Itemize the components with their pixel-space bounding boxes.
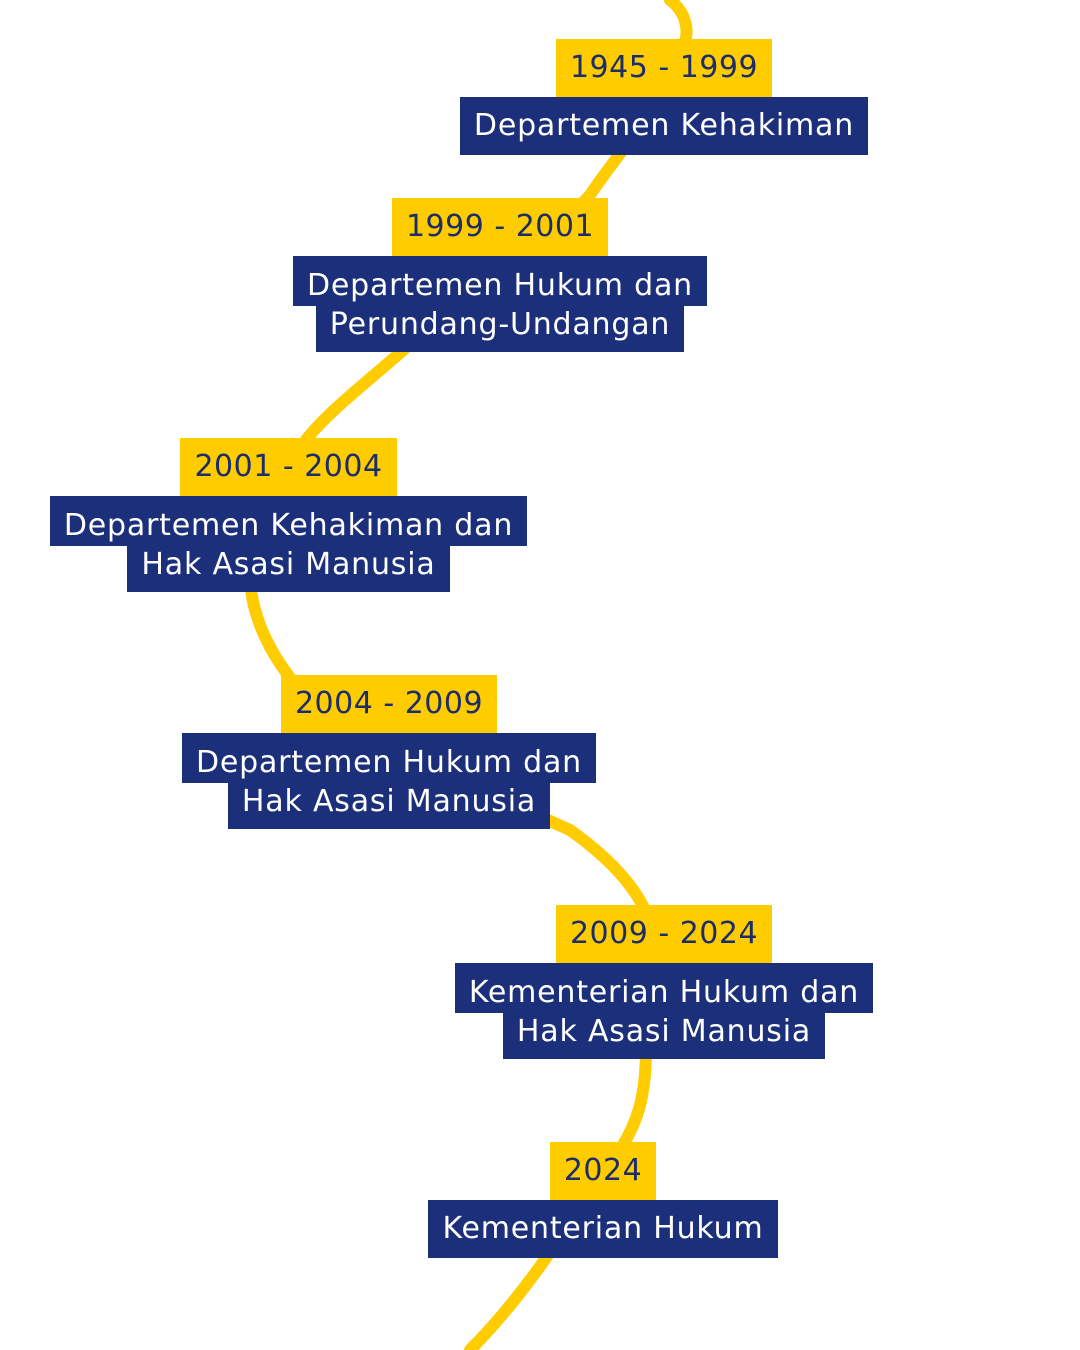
milestone-name-line-1: Departemen Hukum dan: [292, 256, 707, 306]
milestone-name: Departemen Kehakiman: [459, 97, 869, 155]
milestone-years: 2004 - 2009: [280, 675, 498, 733]
milestone-2024: 2024 Kementerian Hukum: [421, 1142, 785, 1258]
timeline-path: [243, 0, 693, 1350]
milestone-years: 2024: [549, 1142, 657, 1200]
milestone-1945-1999: 1945 - 1999 Departemen Kehakiman: [451, 39, 877, 155]
milestone-name-line-2: Hak Asasi Manusia: [227, 783, 551, 829]
milestone-years: 2009 - 2024: [555, 905, 773, 963]
milestone-name-line-2: Hak Asasi Manusia: [502, 1013, 826, 1059]
milestone-name-line-1: Departemen Hukum dan: [181, 733, 596, 783]
milestone-years: 1945 - 1999: [555, 39, 773, 97]
milestone-name: Kementerian Hukum: [428, 1200, 778, 1258]
milestone-name-line-1: Departemen Kehakiman dan: [49, 496, 528, 546]
milestone-name-line-1: Kementerian Hukum dan: [454, 963, 874, 1013]
milestone-1999-2001: 1999 - 2001 Departemen Hukum dan Perunda…: [285, 198, 715, 352]
milestone-2004-2009: 2004 - 2009 Departemen Hukum dan Hak Asa…: [174, 675, 604, 829]
milestone-2009-2024: 2009 - 2024 Kementerian Hukum dan Hak As…: [446, 905, 882, 1059]
milestone-years: 2001 - 2004: [180, 438, 397, 496]
milestone-years: 1999 - 2001: [391, 198, 609, 256]
milestone-2001-2004: 2001 - 2004 Departemen Kehakiman dan Hak…: [40, 438, 537, 592]
milestone-name-line-2: Perundang-Undangan: [315, 306, 685, 352]
milestone-name-line-2: Hak Asasi Manusia: [127, 546, 450, 592]
